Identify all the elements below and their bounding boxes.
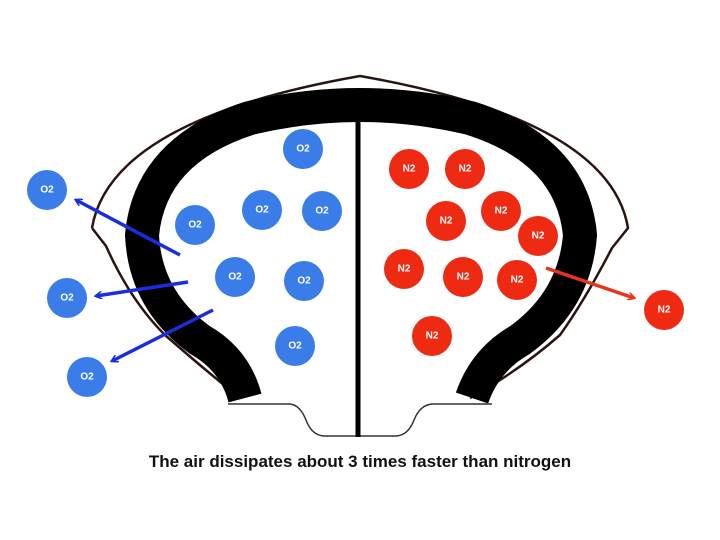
nitrogen-molecule: N2 [497, 260, 537, 300]
nitrogen-molecule: N2 [481, 191, 521, 231]
nitrogen-molecules: N2 N2 N2 N2 N2 N2 N2 N2 N2 N2 [384, 149, 684, 356]
nitrogen-escape-arrow [545, 266, 634, 298]
escaped-nitrogen-molecule: N2 [644, 290, 684, 330]
molecule-label: N2 [440, 216, 453, 227]
oxygen-molecule: O2 [215, 257, 255, 297]
nitrogen-molecule: N2 [443, 257, 483, 297]
molecule-label: O2 [297, 276, 311, 287]
molecule-label: O2 [60, 293, 74, 304]
escaped-oxygen-molecule: O2 [67, 357, 107, 397]
molecule-label: O2 [188, 220, 202, 231]
tire-casing [125, 88, 597, 405]
escaped-oxygen-molecule: O2 [47, 278, 87, 318]
oxygen-molecule: O2 [242, 190, 282, 230]
oxygen-escape-arrow [96, 280, 189, 296]
oxygen-molecule: O2 [175, 205, 215, 245]
molecule-label: N2 [398, 264, 411, 275]
molecule-label: N2 [426, 331, 439, 342]
nitrogen-molecule: N2 [389, 149, 429, 189]
oxygen-escape-arrow [76, 198, 181, 257]
molecule-label: O2 [255, 205, 269, 216]
molecule-label: O2 [288, 341, 302, 352]
molecule-label: N2 [459, 164, 472, 175]
molecule-label: N2 [457, 272, 470, 283]
molecule-label: N2 [532, 231, 545, 242]
escaped-oxygen-molecule: O2 [27, 170, 67, 210]
molecule-label: N2 [658, 305, 671, 316]
nitrogen-molecule: N2 [426, 201, 466, 241]
molecule-label: O2 [40, 185, 54, 196]
oxygen-molecule: O2 [275, 326, 315, 366]
diagram-caption: The air dissipates about 3 times faster … [148, 452, 572, 471]
molecule-label: O2 [315, 206, 329, 217]
molecule-label: O2 [228, 272, 242, 283]
oxygen-molecule: O2 [283, 129, 323, 169]
molecule-label: N2 [511, 275, 524, 286]
oxygen-molecule: O2 [302, 191, 342, 231]
molecule-label: O2 [296, 144, 310, 155]
nitrogen-molecule: N2 [384, 249, 424, 289]
molecule-label: N2 [495, 206, 508, 217]
nitrogen-molecule: N2 [412, 316, 452, 356]
molecule-label: O2 [80, 372, 94, 383]
molecule-label: N2 [403, 164, 416, 175]
oxygen-molecules: O2 O2 O2 O2 O2 O2 O2 O2 O2 O2 [27, 129, 342, 397]
nitrogen-molecule: N2 [518, 216, 558, 256]
oxygen-escape-arrow [112, 308, 214, 361]
nitrogen-molecule: N2 [445, 149, 485, 189]
oxygen-molecule: O2 [284, 261, 324, 301]
